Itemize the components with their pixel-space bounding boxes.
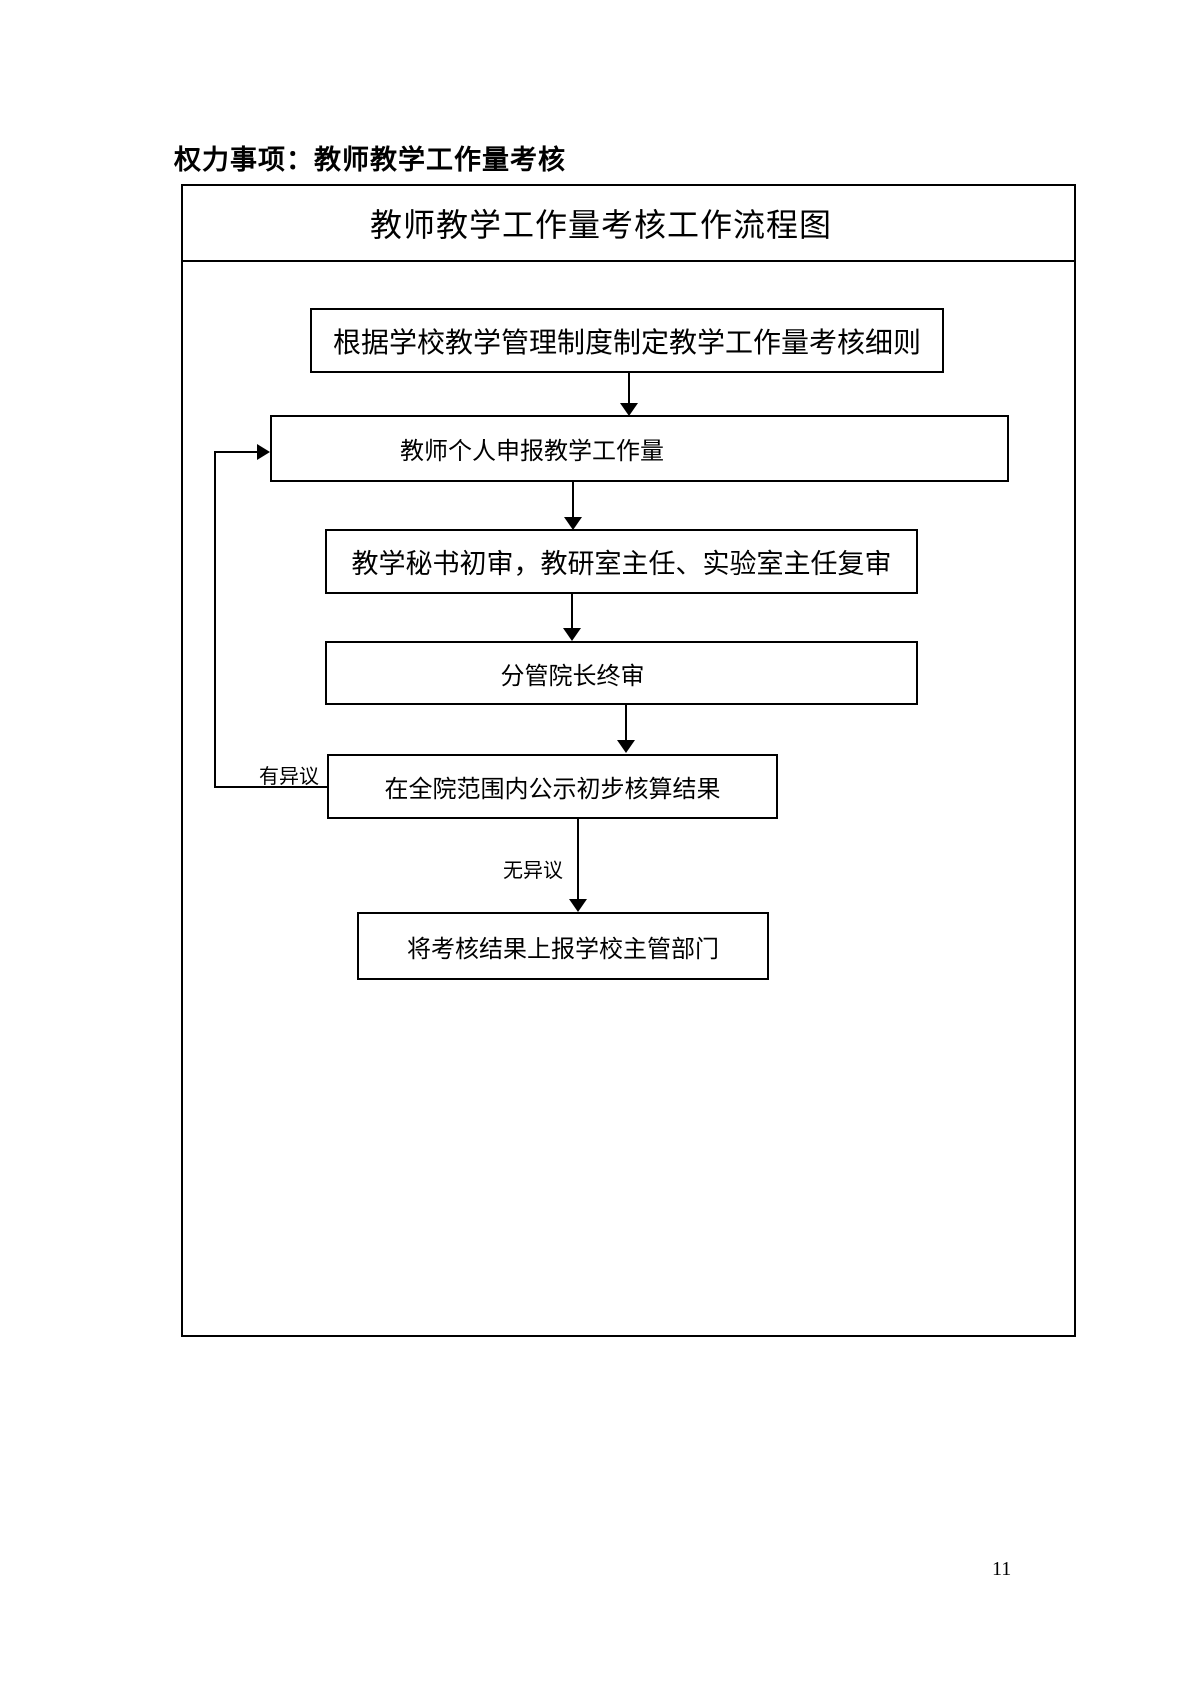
connector-step1-step2-line: [628, 373, 630, 404]
step-box-dean-final-review: 分管院长终审: [325, 641, 918, 705]
connector-step4-step5-line: [625, 705, 627, 741]
step-box-report-to-school: 将考核结果上报学校主管部门: [357, 912, 769, 980]
branch-label-no-objection: 无异议: [503, 860, 563, 882]
flowchart-title: 教师教学工作量考核工作流程图: [183, 186, 1074, 262]
step-box-teacher-declare: 教师个人申报教学工作量: [270, 415, 1009, 482]
page-heading: 权力事项：教师教学工作量考核: [174, 145, 566, 175]
arrow-down-icon: [563, 628, 581, 641]
connector-step3-step4-line: [571, 594, 573, 629]
feedback-loop-bottom-line: [214, 786, 327, 788]
connector-step2-step3-line: [572, 482, 574, 518]
connector-step5-step6-line: [577, 819, 579, 900]
feedback-loop-vertical-line: [214, 451, 216, 788]
page-number: 11: [992, 1558, 1012, 1580]
arrow-right-icon: [257, 444, 270, 460]
step-box-secretary-review: 教学秘书初审，教研室主任、实验室主任复审: [325, 529, 918, 594]
arrow-down-icon: [620, 403, 638, 416]
feedback-loop-top-line: [214, 451, 258, 453]
arrow-down-icon: [569, 899, 587, 912]
step-box-publicize-results: 在全院范围内公示初步核算结果: [327, 754, 778, 819]
step-box-define-rules: 根据学校教学管理制度制定教学工作量考核细则: [310, 308, 944, 373]
arrow-down-icon: [564, 517, 582, 530]
branch-label-objection: 有异议: [259, 766, 319, 788]
arrow-down-icon: [617, 740, 635, 753]
